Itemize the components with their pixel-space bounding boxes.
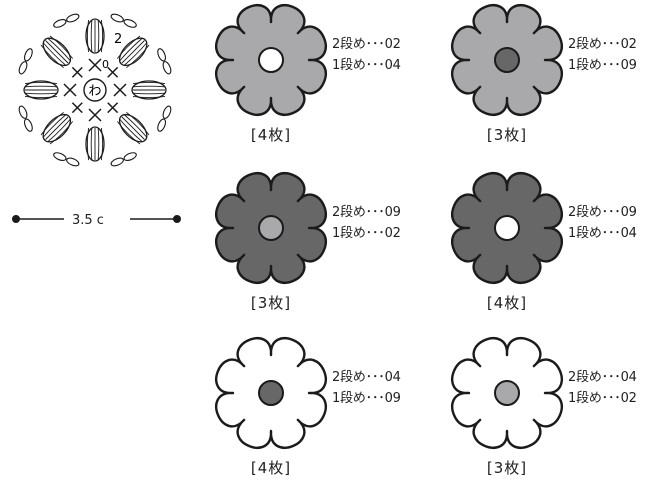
chart-chain-group bbox=[18, 13, 172, 167]
row1-color-label: 1段め･･･04 bbox=[568, 226, 637, 241]
flower-motif bbox=[215, 172, 327, 284]
chart-chain-symbol bbox=[157, 48, 172, 75]
flower-card: 2段め･･･09 1段め･･･02 [3枚] bbox=[196, 168, 401, 312]
piece-count: [3枚] bbox=[486, 126, 528, 144]
flower-center bbox=[258, 47, 284, 73]
chart-petal-symbol bbox=[131, 80, 167, 100]
dimension-end-dot-right bbox=[173, 215, 181, 223]
flower-center bbox=[258, 380, 284, 406]
flower-card: 2段め･･･09 1段め･･･04 [4枚] bbox=[432, 168, 637, 312]
chart-cross-symbol bbox=[107, 66, 119, 78]
flower-card: 2段め･･･04 1段め･･･09 [4枚] bbox=[196, 333, 401, 477]
chart-petal-symbol bbox=[40, 35, 74, 69]
flower-center bbox=[494, 380, 520, 406]
start-marker-label: 0 bbox=[102, 58, 109, 71]
flower-motif bbox=[215, 4, 327, 116]
chart-chain-symbol bbox=[157, 105, 172, 132]
flower-center bbox=[258, 215, 284, 241]
chart-cross-symbol bbox=[88, 58, 102, 72]
piece-count: [4枚] bbox=[250, 126, 292, 144]
row-color-list: 2段め･･･04 1段め･･･02 bbox=[568, 367, 658, 409]
piece-count: [3枚] bbox=[250, 294, 292, 312]
chart-cross-symbol bbox=[113, 83, 127, 97]
magic-ring-label: わ bbox=[88, 84, 101, 99]
chart-chain-symbol bbox=[110, 152, 137, 167]
row1-color-label: 1段め･･･02 bbox=[332, 226, 401, 241]
row-color-list: 2段め･･･02 1段め･･･04 bbox=[332, 34, 422, 76]
chart-petal-symbol bbox=[116, 111, 150, 145]
row-color-list: 2段め･･･09 1段め･･･04 bbox=[568, 202, 658, 244]
chart-cross-symbol bbox=[71, 66, 83, 78]
chart-petal-group bbox=[23, 18, 167, 162]
chart-chain-symbol bbox=[18, 105, 33, 132]
chart-chain-symbol bbox=[18, 48, 33, 75]
flower-motif bbox=[215, 337, 327, 449]
crochet-chart: わ 2 0 bbox=[12, 13, 181, 223]
row2-color-label: 2段め･･･04 bbox=[332, 370, 401, 385]
row2-color-label: 2段め･･･02 bbox=[332, 37, 401, 52]
chart-petal-symbol bbox=[116, 35, 150, 69]
flower-card: 2段め･･･02 1段め･･･04 [4枚] bbox=[196, 0, 401, 144]
row1-color-label: 1段め･･･09 bbox=[568, 58, 637, 73]
chart-chain-symbol bbox=[53, 152, 80, 167]
row1-color-label: 1段め･･･04 bbox=[332, 58, 401, 73]
chart-cross-symbol bbox=[107, 102, 119, 114]
flower-center bbox=[494, 215, 520, 241]
flower-motif bbox=[451, 4, 563, 116]
flower-card: 2段め･･･02 1段め･･･09 [3枚] bbox=[432, 0, 637, 144]
chart-petal-symbol bbox=[85, 126, 105, 162]
row2-color-label: 2段め･･･09 bbox=[568, 205, 637, 220]
row-color-list: 2段め･･･09 1段め･･･02 bbox=[332, 202, 422, 244]
row1-color-label: 1段め･･･09 bbox=[332, 391, 401, 406]
chart-chain-symbol bbox=[53, 13, 80, 28]
piece-count: [4枚] bbox=[486, 294, 528, 312]
flower-center bbox=[494, 47, 520, 73]
dimension-end-dot-left bbox=[12, 215, 20, 223]
chart-single-crochet-group bbox=[63, 58, 127, 122]
row-color-list: 2段め･･･02 1段め･･･09 bbox=[568, 34, 658, 76]
piece-count: [3枚] bbox=[486, 459, 528, 477]
chart-petal-symbol bbox=[23, 80, 59, 100]
magic-ring-symbol bbox=[83, 78, 107, 102]
chart-cross-symbol bbox=[71, 102, 83, 114]
row2-color-label: 2段め･･･09 bbox=[332, 205, 401, 220]
round-number-label: 2 bbox=[114, 32, 122, 47]
row1-color-label: 1段め･･･02 bbox=[568, 391, 637, 406]
chart-cross-symbol bbox=[88, 108, 102, 122]
row2-color-label: 2段め･･･04 bbox=[568, 370, 637, 385]
flower-motif bbox=[451, 337, 563, 449]
piece-count: [4枚] bbox=[250, 459, 292, 477]
chart-chain-symbol bbox=[110, 13, 137, 28]
size-label: 3.5 c bbox=[72, 213, 104, 228]
chart-petal-symbol bbox=[40, 111, 74, 145]
chart-petal-symbol bbox=[85, 18, 105, 54]
flower-motif bbox=[451, 172, 563, 284]
chart-cross-symbol bbox=[63, 83, 77, 97]
row-color-list: 2段め･･･04 1段め･･･09 bbox=[332, 367, 422, 409]
row2-color-label: 2段め･･･02 bbox=[568, 37, 637, 52]
flower-card: 2段め･･･04 1段め･･･02 [3枚] bbox=[432, 333, 637, 477]
